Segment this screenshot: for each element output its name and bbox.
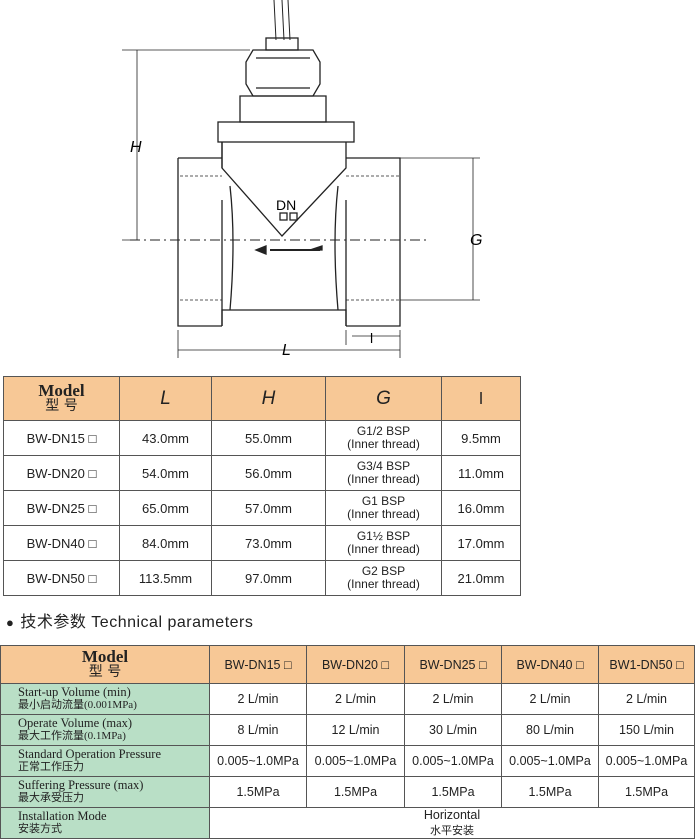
flow-switch-drawing: H G L l DN xyxy=(122,0,482,359)
label-dn: DN xyxy=(276,197,296,213)
value-cell: 1.5MPa xyxy=(501,776,599,808)
value-cell: 1.5MPa xyxy=(306,776,405,808)
g-cell: G1½ BSP(Inner thread) xyxy=(325,525,442,561)
table-row: Start-up Volume (min)最小启动流量(0.001MPa)2 L… xyxy=(0,683,695,715)
value-cell: 2 L/min xyxy=(306,683,405,715)
label-g: G xyxy=(470,232,482,249)
value-cell: 80 L/min xyxy=(501,714,599,746)
row-label: Start-up Volume (min)最小启动流量(0.001MPa) xyxy=(0,683,210,715)
label-h: H xyxy=(130,139,142,156)
row-label: Operate Volume (max)最大工作流量(0.1MPa) xyxy=(0,714,210,746)
label-l-big: L xyxy=(282,342,291,359)
h-cell: 56.0mm xyxy=(211,455,326,491)
small-l-cell: 21.0mm xyxy=(441,560,521,596)
model-column-header: BW-DN25 □ xyxy=(404,645,502,684)
model-cell: BW-DN25 □ xyxy=(3,490,120,526)
value-cell: 1.5MPa xyxy=(404,776,502,808)
g-header: G xyxy=(325,376,442,421)
value-cell: 1.5MPa xyxy=(598,776,695,808)
value-cell: 2 L/min xyxy=(501,683,599,715)
value-cell: 0.005~1.0MPa xyxy=(501,745,599,777)
value-cell: 0.005~1.0MPa xyxy=(404,745,502,777)
value-cell: 8 L/min xyxy=(209,714,307,746)
model-cell: BW-DN40 □ xyxy=(3,525,120,561)
model-column-header: BW-DN40 □ xyxy=(501,645,599,684)
value-cell: 1.5MPa xyxy=(209,776,307,808)
l-cell: 54.0mm xyxy=(119,455,212,491)
l-header: L xyxy=(119,376,212,421)
value-cell: 30 L/min xyxy=(404,714,502,746)
bullet-icon: ● xyxy=(6,615,15,630)
model-column-header: BW-DN15 □ xyxy=(209,645,307,684)
section-heading: ●技术参数 Technical parameters xyxy=(6,614,254,631)
model-column-header: BW-DN20 □ xyxy=(306,645,405,684)
small-l-cell: 17.0mm xyxy=(441,525,521,561)
h-header: H xyxy=(211,376,326,421)
row-label: Suffering Pressure (max)最大承受压力 xyxy=(0,776,210,808)
model-cell: BW-DN50 □ xyxy=(3,560,120,596)
l-cell: 43.0mm xyxy=(119,420,212,456)
value-cell: 2 L/min xyxy=(598,683,695,715)
g-cell: G2 BSP(Inner thread) xyxy=(325,560,442,596)
l-cell: 65.0mm xyxy=(119,490,212,526)
value-cell: 0.005~1.0MPa xyxy=(209,745,307,777)
model-column-header: BW1-DN50 □ xyxy=(598,645,695,684)
g-cell: G1/2 BSP(Inner thread) xyxy=(325,420,442,456)
g-cell: G1 BSP(Inner thread) xyxy=(325,490,442,526)
l-cell: 84.0mm xyxy=(119,525,212,561)
value-cell: 0.005~1.0MPa xyxy=(598,745,695,777)
l-cell: 113.5mm xyxy=(119,560,212,596)
value-cell: 150 L/min xyxy=(598,714,695,746)
value-cell: 2 L/min xyxy=(404,683,502,715)
h-cell: 97.0mm xyxy=(211,560,326,596)
model-cell: BW-DN20 □ xyxy=(3,455,120,491)
h-cell: 55.0mm xyxy=(211,420,326,456)
model-cell: BW-DN15 □ xyxy=(3,420,120,456)
value-cell: 2 L/min xyxy=(209,683,307,715)
table-row: Operate Volume (max)最大工作流量(0.1MPa)8 L/mi… xyxy=(0,714,695,746)
small-l-cell: 9.5mm xyxy=(441,420,521,456)
small-l-header: l xyxy=(441,376,521,421)
small-l-cell: 16.0mm xyxy=(441,490,521,526)
value-cell: 12 L/min xyxy=(306,714,405,746)
h-cell: 73.0mm xyxy=(211,525,326,561)
value-cell: 0.005~1.0MPa xyxy=(306,745,405,777)
g-cell: G3/4 BSP(Inner thread) xyxy=(325,455,442,491)
h-cell: 57.0mm xyxy=(211,490,326,526)
small-l-cell: 11.0mm xyxy=(441,455,521,491)
label-l-small: l xyxy=(370,330,373,346)
